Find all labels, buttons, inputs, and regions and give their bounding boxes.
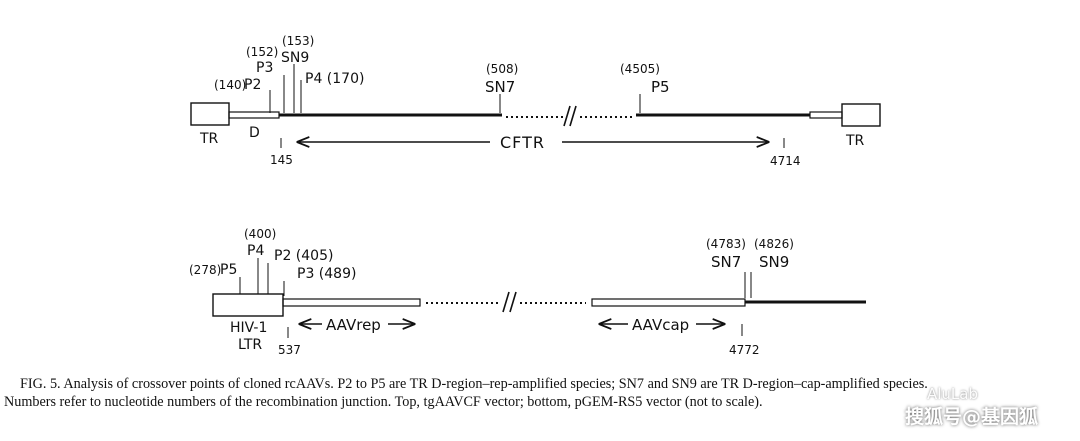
bottom-aavcap-label: AAVcap [632,316,689,334]
crossover-diagram: TR D TR CFTR (140) P2 (152) P3 (153) SN9… [189,34,881,357]
bottom-sn7-num: (4783) [706,237,746,251]
bottom-hiv-ltr-box [212,293,284,317]
top-p2-num: (140) [214,78,246,92]
caption-line-1: FIG. 5. Analysis of crossover points of … [20,376,928,392]
caption-line-2: Numbers refer to nucleotide numbers of t… [4,394,763,410]
bottom-pos-left: 537 [278,343,301,357]
top-pos-right: 4714 [770,154,801,168]
bottom-break-mark-2 [509,291,517,313]
top-p5-num: (4505) [620,62,660,76]
top-p4-label: P4 (170) [305,71,364,87]
bottom-sn9-label: SN9 [759,253,789,271]
top-break-mark-2 [569,105,577,127]
watermark-text: 搜狐号@基因狐 [905,406,1039,428]
top-d-region-box [228,111,280,119]
watermark-top-text: AluLab [927,385,979,403]
bottom-p4-num: (400) [244,227,276,241]
top-sn9-num: (153) [282,34,314,48]
bottom-hiv-label-2: LTR [238,337,262,353]
top-construct: TR D TR CFTR (140) P2 (152) P3 (153) SN9… [190,34,881,168]
top-p5-label: P5 [651,78,670,96]
bottom-sn9-num: (4826) [754,237,794,251]
bottom-p2-label: P2 (405) [274,248,333,264]
bottom-rep-box [282,298,421,307]
top-d-region-box-right [809,111,843,119]
top-tr-right-box [841,103,881,127]
bottom-hiv-label-1: HIV-1 [230,320,267,336]
top-d-label: D [249,125,260,141]
top-tr-left-box [190,102,230,126]
top-cftr-label: CFTR [500,133,545,152]
bottom-p3-label: P3 (489) [297,266,356,282]
top-p3-num: (152) [246,45,278,59]
top-p3-label: P3 [256,60,273,76]
bottom-sn7-label: SN7 [711,253,741,271]
top-pos-left: 145 [270,153,293,167]
bottom-aavrep-label: AAVrep [326,316,381,334]
bottom-break-mark-1 [502,291,510,313]
bottom-construct: HIV-1 LTR AAVrep AAVcap (278) P5 (400) P… [189,227,866,357]
top-sn7-num: (508) [486,62,518,76]
top-break-mark-1 [563,105,571,127]
top-sn7-label: SN7 [485,78,515,96]
bottom-pos-right: 4772 [729,343,760,357]
figure-caption: FIG. 5. Analysis of crossover points of … [4,375,1072,411]
bottom-p4-label: P4 [247,243,264,259]
bottom-p5-num: (278) [189,263,221,277]
top-tr-right-label: TR [845,133,865,149]
top-sn9-label: SN9 [281,50,309,66]
top-tr-left-label: TR [199,131,219,147]
bottom-cap-box [591,298,746,307]
top-p2-label: P2 [244,77,261,93]
bottom-p5-label: P5 [220,262,237,278]
